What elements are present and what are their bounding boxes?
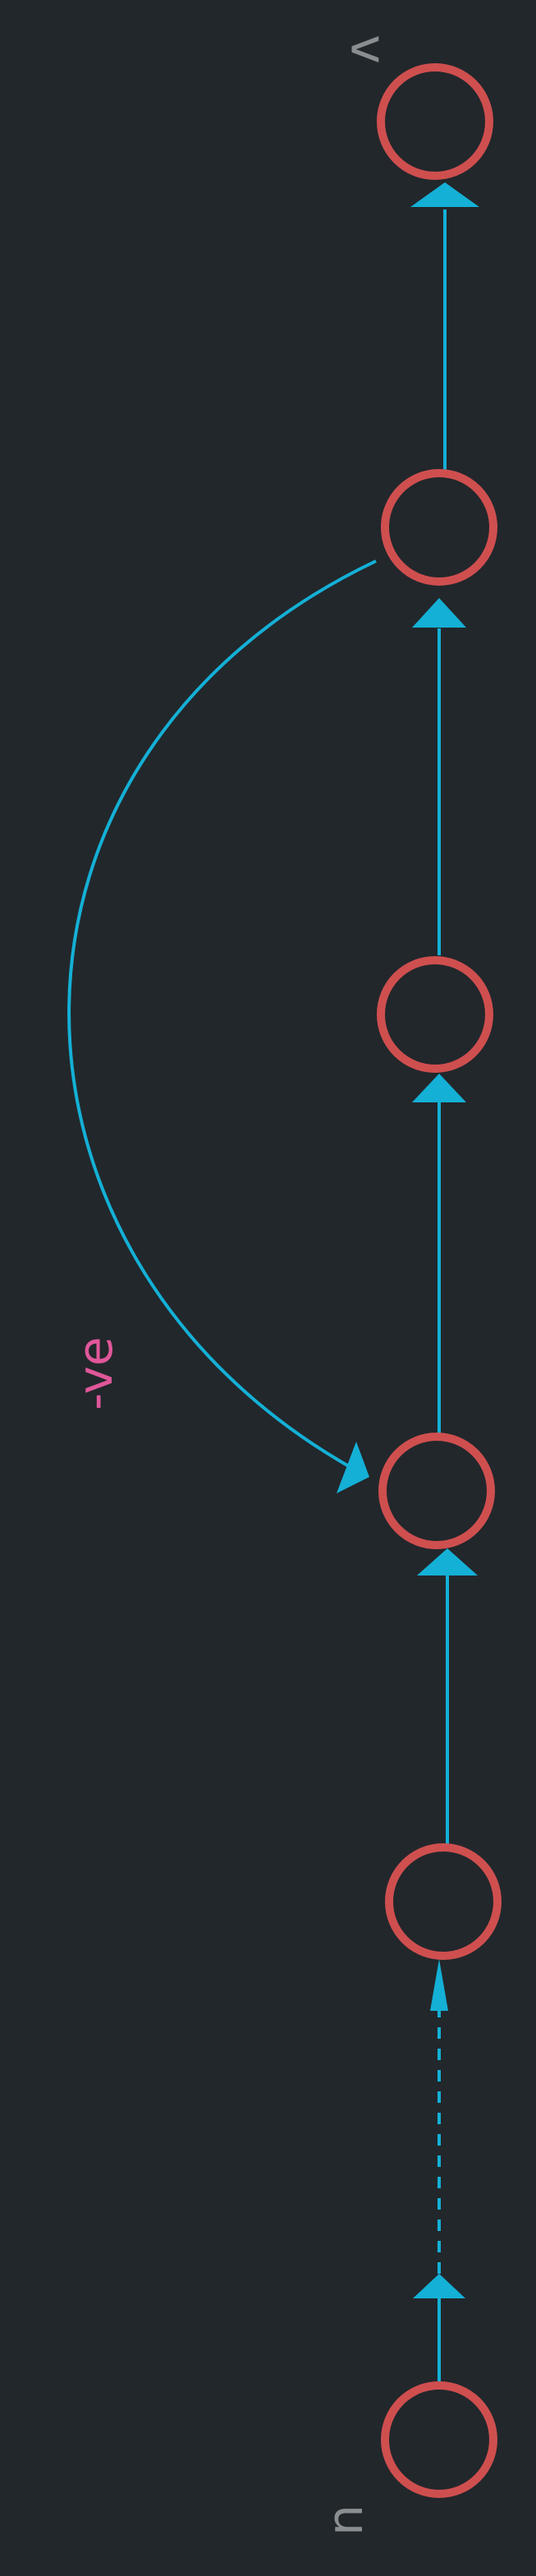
node-5: [385, 1843, 502, 1960]
edge-n2-n4-curved: [67, 559, 377, 1468]
edges: [67, 182, 479, 2382]
label-negative-edge: -ve: [67, 1336, 123, 1410]
node-2: [381, 469, 497, 586]
edge-n2-n4-arrowhead: [337, 1442, 369, 1493]
edge-n3-n2-arrowhead: [412, 598, 466, 628]
node-u: [381, 2381, 497, 2498]
labels: v -ve u: [67, 34, 396, 2536]
nodes: [377, 63, 502, 2498]
label-u: u: [323, 2505, 380, 2536]
edge-n4-n3-arrowhead: [412, 1074, 466, 1102]
edge-u-n5-arrowhead: [430, 1959, 448, 2011]
edge-n2-v-arrowhead: [410, 182, 479, 207]
edge-n5-n4-arrowhead: [417, 1548, 478, 1576]
node-4: [378, 1433, 495, 1549]
edge-u-n5-arrow-lower: [413, 2274, 465, 2298]
label-v: v: [339, 34, 396, 64]
node-v: [377, 63, 493, 180]
node-3: [377, 956, 493, 1073]
